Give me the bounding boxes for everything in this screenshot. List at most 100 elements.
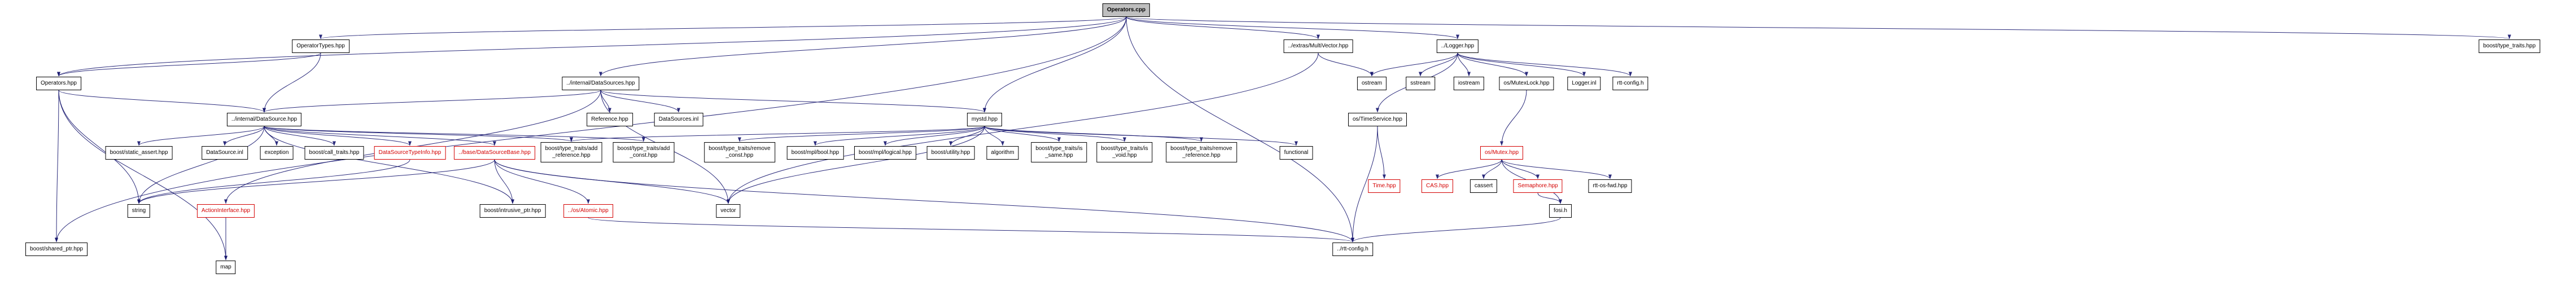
edge-ds-dsti xyxy=(264,126,412,146)
edge-mystd-utility xyxy=(949,126,985,146)
edge-dsb-atomic xyxy=(494,159,590,204)
graph-node-mpl_logical[interactable]: boost/mpl/logical.hpp xyxy=(854,146,916,160)
graph-node-functional[interactable]: functional xyxy=(1279,146,1313,160)
graph-node-timeservice[interactable]: os/TimeService.hpp xyxy=(1348,113,1407,126)
graph-node-tt_isvoid[interactable]: boost/type_traits/is _void.hpp xyxy=(1096,142,1153,162)
edge-op_cpp-mv xyxy=(1126,16,1320,39)
graph-node-tt_addref[interactable]: boost/type_traits/add _reference.hpp xyxy=(540,142,602,162)
edge-logger-iostream xyxy=(1457,52,1471,77)
edge-fosi-rttconfig2 xyxy=(1351,217,1561,243)
edge-mystd-tt_isvoid xyxy=(984,126,1126,142)
edge-ds-dsb xyxy=(264,126,496,146)
edge-op_types-ops_hpp xyxy=(57,52,321,77)
graph-node-cassert[interactable]: cassert xyxy=(1469,179,1498,193)
edge-mystd-tt_remconst xyxy=(738,126,985,142)
graph-node-mpl_bool[interactable]: boost/mpl/bool.hpp xyxy=(786,146,844,160)
graph-node-tt_remref[interactable]: boost/type_traits/remove _reference.hpp xyxy=(1166,142,1237,162)
graph-node-string[interactable]: string xyxy=(127,204,151,218)
edge-ds-exception xyxy=(264,126,278,146)
edge-mutex-cas xyxy=(1436,159,1502,179)
graph-node-logger[interactable]: ../Logger.hpp xyxy=(1436,39,1479,53)
edge-mystd-tt_issame xyxy=(984,126,1061,142)
graph-node-btt[interactable]: boost/type_traits.hpp xyxy=(2478,39,2540,53)
edge-timeservice-time xyxy=(1377,126,1386,179)
graph-node-op_types[interactable]: OperatorTypes.hpp xyxy=(292,39,349,53)
edge-logger-logger_inl xyxy=(1457,52,1586,77)
graph-node-sstream[interactable]: sstream xyxy=(1406,77,1435,90)
edge-mutex-semaphore xyxy=(1501,159,1540,179)
edge-logger-rttconfig xyxy=(1457,52,1632,77)
edge-dss-mystd xyxy=(600,90,986,113)
edge-mystd-mpl_bool xyxy=(814,126,985,146)
graph-node-ops_hpp[interactable]: Operators.hpp xyxy=(36,77,81,90)
graph-node-dss_inl[interactable]: DataSources.inl xyxy=(654,113,703,126)
edge-op_cpp-mystd xyxy=(983,16,1127,113)
edge-mystd-mpl_logical xyxy=(884,126,985,146)
graph-node-shared_ptr[interactable]: boost/shared_ptr.hpp xyxy=(25,243,88,256)
edge-dss-dss_inl xyxy=(600,90,680,113)
graph-node-time[interactable]: Time.hpp xyxy=(1368,179,1401,193)
graph-node-logger_inl[interactable]: Logger.inl xyxy=(1567,77,1601,90)
graph-node-mutexlock[interactable]: os/MutexLock.hpp xyxy=(1499,77,1554,90)
graph-node-vector[interactable]: vector xyxy=(716,204,741,218)
edge-op_cpp-btt xyxy=(1126,16,2511,39)
edge-dss-ds xyxy=(263,90,601,113)
edge-ds-ds_inl xyxy=(223,126,265,146)
edge-ops_hpp-map xyxy=(58,90,228,261)
graph-node-fosi[interactable]: fosi.h xyxy=(1549,204,1572,218)
graph-node-rttconfig[interactable]: rtt-config.h xyxy=(1612,77,1648,90)
edge-mystd-tt_addref xyxy=(570,126,985,142)
graph-node-exception[interactable]: exception xyxy=(260,146,294,160)
edge-mystd-vector xyxy=(727,126,985,204)
graph-node-dss[interactable]: ../internal/DataSources.hpp xyxy=(562,77,640,90)
edge-mutex-cassert xyxy=(1482,159,1502,179)
edge-atomic-rttconfig2 xyxy=(588,217,1354,243)
graph-node-mystd[interactable]: mystd.hpp xyxy=(966,113,1003,126)
graph-node-dsti[interactable]: DataSourceTypeInfo.hpp xyxy=(374,146,446,160)
graph-node-iostream[interactable]: iostream xyxy=(1453,77,1485,90)
graph-node-intrusive[interactable]: boost/intrusive_ptr.hpp xyxy=(479,204,546,218)
edge-dss-reference xyxy=(600,90,611,113)
edge-ds-call_traits xyxy=(264,126,336,146)
edge-op_cpp-op_types xyxy=(319,16,1127,39)
edge-mystd-tt_remref xyxy=(984,126,1203,142)
edge-mutexlock-mutex xyxy=(1500,90,1527,146)
edge-ds-tt_addref xyxy=(264,126,573,142)
edge-op_types-ds xyxy=(263,52,321,113)
graph-node-mv[interactable]: ../extras/MultiVector.hpp xyxy=(1283,39,1353,53)
graph-node-tt_addconst[interactable]: boost/type_traits/add _const.hpp xyxy=(613,142,675,162)
graph-node-op_cpp[interactable]: Operators.cpp xyxy=(1102,3,1151,17)
graph-node-ds[interactable]: ../internal/DataSource.hpp xyxy=(226,113,302,126)
graph-node-atomic[interactable]: ../os/Atomic.hpp xyxy=(563,204,613,218)
graph-node-reference[interactable]: Reference.hpp xyxy=(587,113,633,126)
edge-ds-tt_addconst xyxy=(264,126,645,142)
edge-dsb-vector xyxy=(494,159,730,204)
graph-node-map[interactable]: map xyxy=(216,261,236,274)
graph-node-ds_inl[interactable]: DataSource.inl xyxy=(202,146,248,160)
edge-op_cpp-ops_hpp xyxy=(57,16,1127,77)
edge-mutex-osfwd xyxy=(1501,159,1612,179)
edge-op_cpp-logger xyxy=(1126,16,1459,39)
edge-semaphore-fosi xyxy=(1537,192,1562,204)
graph-node-action[interactable]: ActionInterface.hpp xyxy=(196,204,255,218)
edge-ds-static_assert xyxy=(137,126,265,146)
graph-node-osfwd[interactable]: rtt-os-fwd.hpp xyxy=(1588,179,1632,193)
edge-dsb-rttconfig2 xyxy=(494,159,1354,243)
graph-node-cas[interactable]: CAS.hpp xyxy=(1421,179,1454,193)
graph-node-rttconfig2[interactable]: ../rtt-config.h xyxy=(1332,243,1373,256)
graph-node-utility[interactable]: boost/utility.hpp xyxy=(926,146,975,160)
edge-ds-intrusive xyxy=(264,126,514,204)
graph-node-tt_remconst[interactable]: boost/type_traits/remove _const.hpp xyxy=(704,142,775,162)
graph-node-tt_issame[interactable]: boost/type_traits/is _same.hpp xyxy=(1031,142,1087,162)
graph-node-semaphore[interactable]: Semaphore.hpp xyxy=(1513,179,1563,193)
edge-ops_hpp-shared_ptr xyxy=(55,90,59,243)
graph-node-ostream[interactable]: ostream xyxy=(1357,77,1387,90)
edge-mv-ostream xyxy=(1318,52,1374,77)
graph-node-algorithm[interactable]: algorithm xyxy=(986,146,1019,160)
graph-node-static_assert[interactable]: boost/static_assert.hpp xyxy=(105,146,173,160)
graph-node-dsb[interactable]: ../base/DataSourceBase.hpp xyxy=(454,146,535,160)
edge-logger-mutexlock xyxy=(1457,52,1528,77)
graph-node-call_traits[interactable]: boost/call_traits.hpp xyxy=(304,146,364,160)
graph-node-mutex[interactable]: os/Mutex.hpp xyxy=(1480,146,1524,160)
